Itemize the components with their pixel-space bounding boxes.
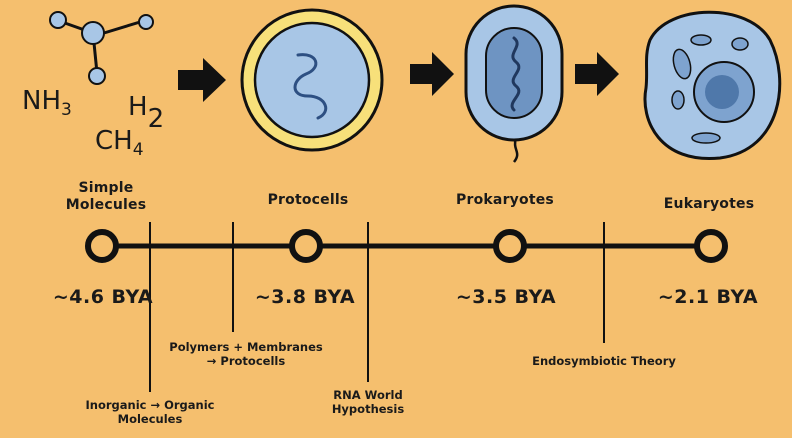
timeline-marker <box>694 229 728 263</box>
event-label: Endosymbiotic Theory <box>532 354 676 368</box>
event-label: Polymers + Membranes → Protocells <box>169 340 323 368</box>
eukaryote-icon <box>643 10 782 160</box>
molecule-icon <box>49 11 154 85</box>
timeline-marker <box>85 229 119 263</box>
arrow-icon <box>410 52 454 96</box>
formula-ch4-sub: 4 <box>132 140 144 161</box>
stage-label: Prokaryotes <box>456 192 554 208</box>
formula-h2: H2 <box>128 92 164 134</box>
stage-label: Eukaryotes <box>663 196 755 212</box>
formula-h2-sub: 2 <box>147 104 165 134</box>
formula-ch4: CH4 <box>95 126 144 160</box>
formula-ch4-main: CH <box>95 126 133 156</box>
stage-date: ~3.8 BYA <box>254 286 356 308</box>
stage-date: ~4.6 BYA <box>52 286 154 308</box>
formula-h2-main: H <box>128 92 148 122</box>
event-label: Inorganic → Organic Molecules <box>85 398 215 426</box>
event-label: RNA World Hypothesis <box>331 388 405 416</box>
stage-date: ~3.5 BYA <box>455 286 557 308</box>
stage-date: ~2.1 BYA <box>657 286 759 308</box>
stage-label: Protocells <box>267 192 349 208</box>
arrow-icon <box>575 52 619 96</box>
timeline-marker <box>493 229 527 263</box>
prokaryote-icon <box>464 4 564 163</box>
arrow-icon <box>178 58 226 102</box>
formula-nh3: NH3 <box>22 86 72 120</box>
formula-nh3-sub: 3 <box>61 100 72 121</box>
protocell-icon <box>240 8 384 152</box>
stage-label: Simple Molecules <box>65 180 147 213</box>
timeline-marker <box>289 229 323 263</box>
formula-nh3-main: NH <box>22 86 61 116</box>
